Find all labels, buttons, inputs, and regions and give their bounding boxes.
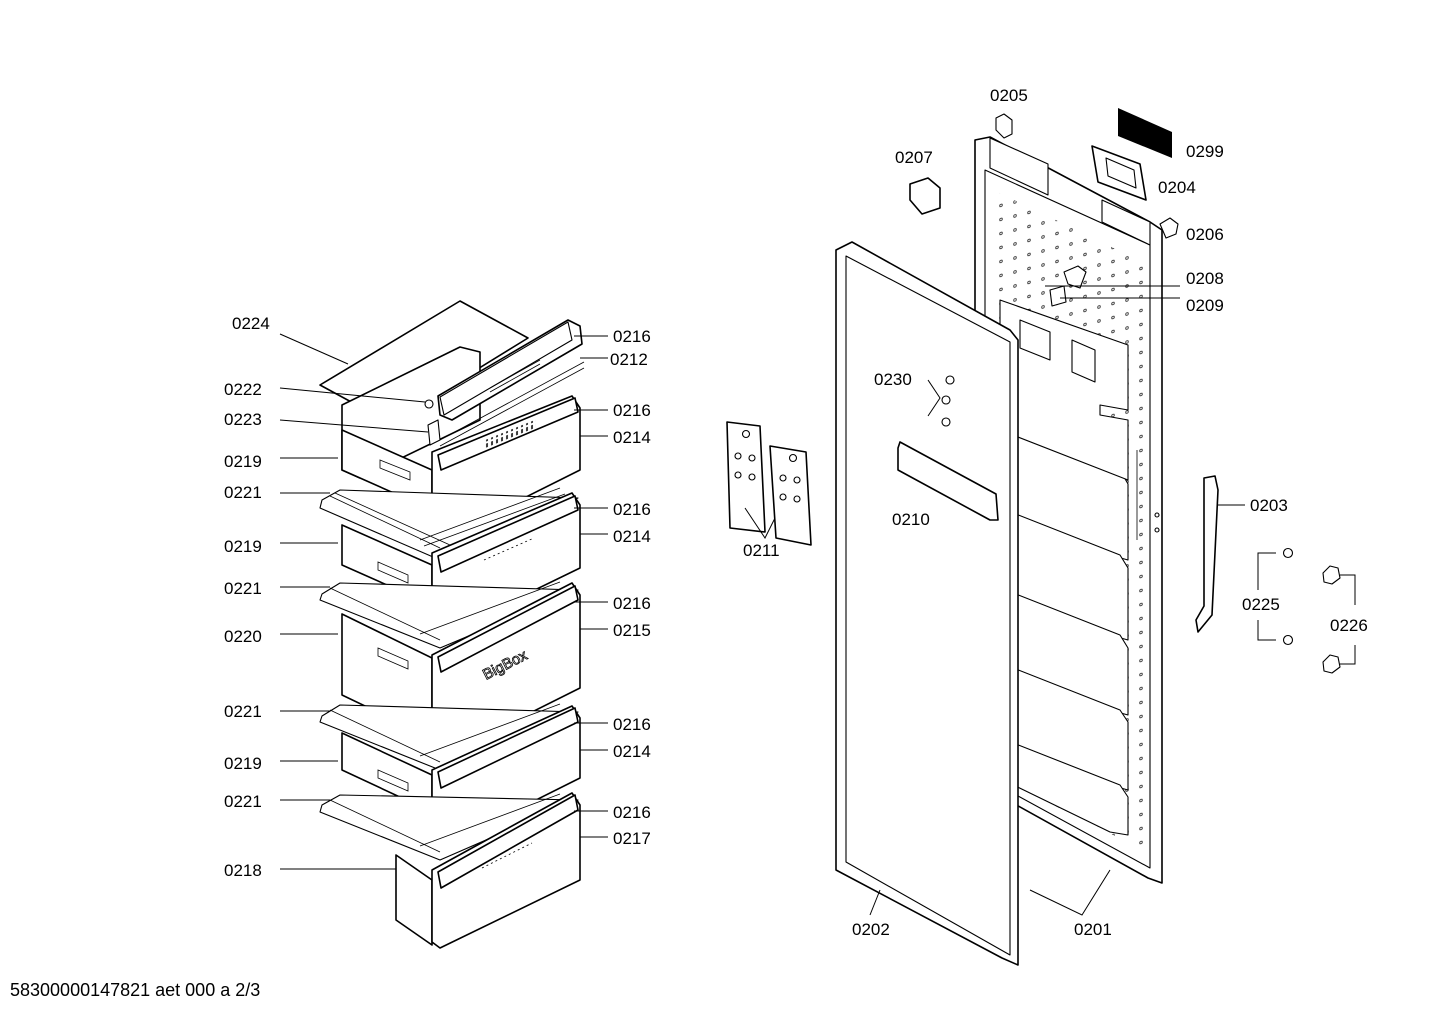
callout-0216-e: 0216: [613, 715, 651, 734]
callout-0216-b: 0216: [613, 401, 651, 420]
wire-rack-3: [319, 703, 579, 771]
callout-0222: 0222: [224, 380, 262, 399]
callout-0226: 0226: [1330, 616, 1368, 635]
callout-0217: 0217: [613, 829, 651, 848]
screws-0225: [1282, 547, 1294, 646]
callout-0224: 0224: [232, 314, 270, 333]
drawer-top: [341, 346, 581, 541]
callout-0216-d: 0216: [613, 594, 651, 613]
hinge-part-0205: [995, 113, 1013, 139]
callout-0210: 0210: [892, 510, 930, 529]
callout-0206: 0206: [1186, 225, 1224, 244]
callout-labels: 0224 0222 0223 0219 0221 0219 0221 0220 …: [224, 86, 1368, 939]
callout-0209: 0209: [1186, 296, 1224, 315]
callout-0214-b: 0214: [613, 527, 651, 546]
callout-0221-a: 0221: [224, 483, 262, 502]
door-shelves: [992, 299, 1129, 836]
drawer-stack: BigBox: [319, 300, 585, 949]
callout-0214-a: 0214: [613, 428, 651, 447]
callout-0207: 0207: [895, 148, 933, 167]
screws-0230: [941, 375, 955, 427]
callout-0219-b: 0219: [224, 537, 262, 556]
latch-0208: [1063, 265, 1087, 289]
leader-lines: [279, 285, 1356, 916]
callout-0230: 0230: [874, 370, 912, 389]
callout-0299: 0299: [1186, 142, 1224, 161]
handle-strip-0210: [897, 441, 999, 521]
door-gasket-0202: [835, 241, 1019, 966]
bracket-0206: [1159, 217, 1179, 239]
callout-0205: 0205: [990, 86, 1028, 105]
callout-0211: 0211: [743, 541, 780, 560]
document-id-footer: 58300000147821 aet 000 a 2/3: [10, 980, 261, 1000]
callout-0216-a: 0216: [613, 327, 651, 346]
callout-0203: 0203: [1250, 496, 1288, 515]
callout-0204: 0204: [1158, 178, 1196, 197]
callout-0219-a: 0219: [224, 452, 262, 471]
callout-0215: 0215: [613, 621, 651, 640]
screw-0222: [424, 399, 434, 409]
callout-0225: 0225: [1242, 595, 1280, 614]
callout-0208: 0208: [1186, 269, 1224, 288]
callout-0214-c: 0214: [613, 742, 651, 761]
callout-0219-c: 0219: [224, 754, 262, 773]
cover-part-0207: [909, 177, 941, 215]
callout-0221-b: 0221: [224, 579, 262, 598]
display-cover-0204: [1091, 145, 1147, 201]
callout-0223: 0223: [224, 410, 262, 429]
label-0299: [1118, 108, 1172, 158]
bracket-0223: [427, 419, 441, 446]
block-0209: [1049, 285, 1067, 307]
callout-0221-d: 0221: [224, 792, 262, 811]
callout-0216-c: 0216: [613, 500, 651, 519]
callout-0216-f: 0216: [613, 803, 651, 822]
ice-packs-0211: [726, 421, 812, 546]
callout-0201: 0201: [1074, 920, 1112, 939]
callout-0221-c: 0221: [224, 702, 262, 721]
outer-handle-0203: [1195, 475, 1219, 633]
caps-0226: [1322, 565, 1341, 674]
callout-0212: 0212: [610, 350, 648, 369]
callout-0220: 0220: [224, 627, 262, 646]
callout-0218: 0218: [224, 861, 262, 880]
handle-bar-top: [437, 319, 585, 447]
drawer-bottom: [395, 792, 581, 949]
callout-0202: 0202: [852, 920, 890, 939]
